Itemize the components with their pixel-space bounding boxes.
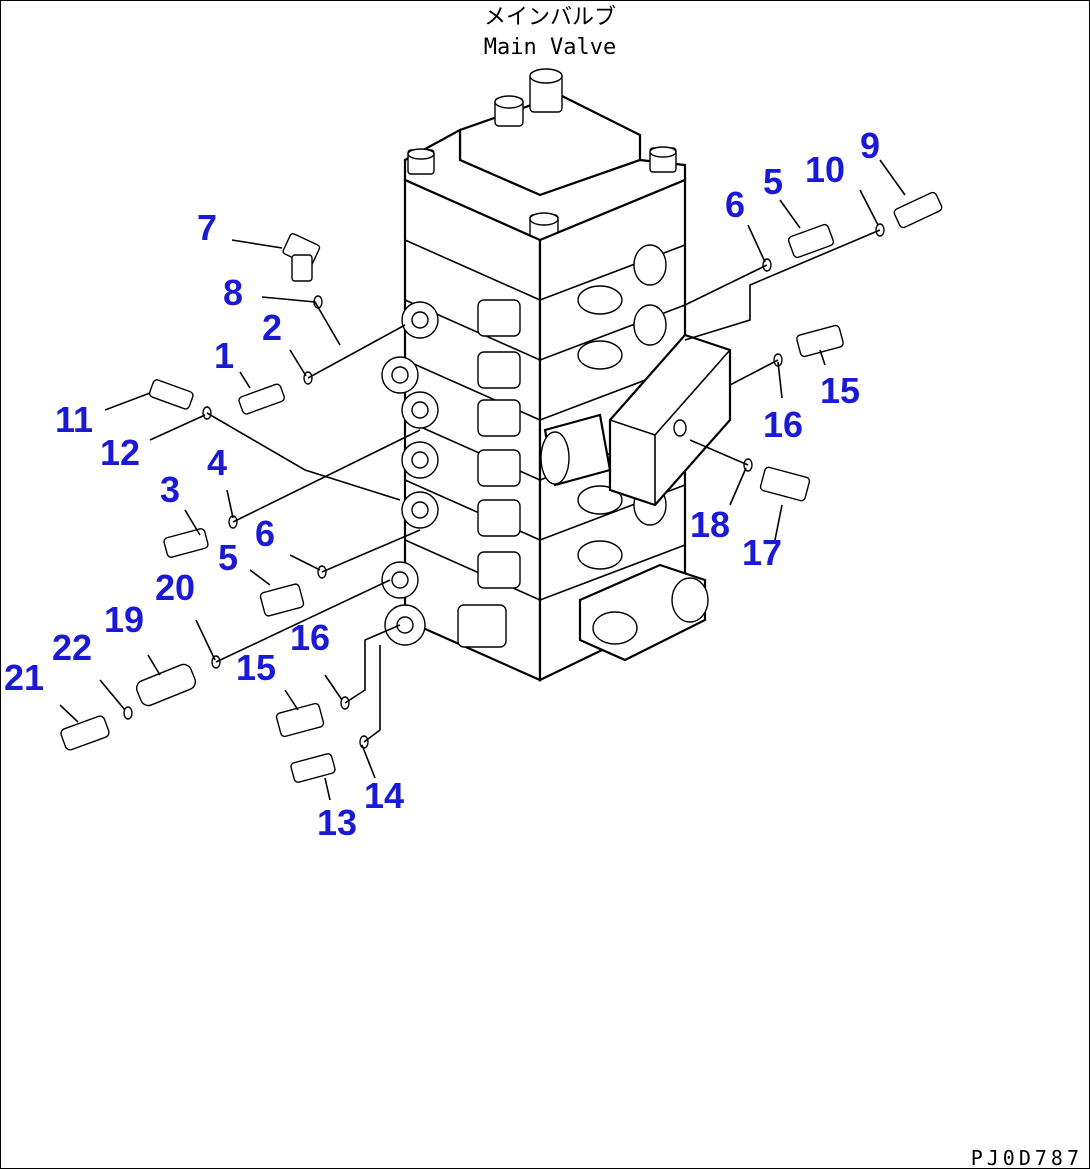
callout-3: 3 bbox=[160, 469, 180, 510]
title-jp: メインバルブ bbox=[484, 5, 616, 30]
callout-11: 11 bbox=[55, 399, 93, 440]
callout-15-left: 15 bbox=[236, 647, 276, 688]
callout-16-right: 16 bbox=[763, 404, 803, 445]
callout-10: 10 bbox=[805, 149, 845, 190]
fittings bbox=[60, 191, 943, 783]
callout-4: 4 bbox=[207, 442, 227, 483]
callout-17: 17 bbox=[742, 532, 782, 573]
callout-7: 7 bbox=[197, 207, 217, 248]
callout-5-left: 5 bbox=[218, 537, 238, 578]
callout-6-right: 6 bbox=[725, 184, 745, 225]
callout-22: 22 bbox=[52, 627, 92, 668]
title-en: Main Valve bbox=[484, 35, 616, 60]
callout-19: 19 bbox=[104, 599, 144, 640]
callout-8: 8 bbox=[223, 272, 243, 313]
callout-12: 12 bbox=[100, 432, 140, 473]
callout-20: 20 bbox=[155, 567, 195, 608]
callout-13: 13 bbox=[317, 802, 357, 843]
callout-labels: 7 8 2 1 11 12 4 3 5 6 20 19 22 21 15 16 … bbox=[4, 125, 880, 843]
callout-5-right: 5 bbox=[763, 161, 783, 202]
callout-15-right: 15 bbox=[820, 370, 860, 411]
callout-9: 9 bbox=[860, 125, 880, 166]
leader-lines bbox=[59, 159, 906, 801]
drawing-code: PJ0D787 bbox=[971, 1146, 1083, 1169]
callout-1: 1 bbox=[214, 335, 234, 376]
callout-6-left: 6 bbox=[255, 513, 275, 554]
callout-21: 21 bbox=[4, 657, 44, 698]
callout-14: 14 bbox=[364, 775, 404, 816]
callout-2: 2 bbox=[262, 307, 282, 348]
valve-body bbox=[381, 68, 732, 682]
callout-16-left: 16 bbox=[290, 617, 330, 658]
callout-18: 18 bbox=[690, 504, 730, 545]
